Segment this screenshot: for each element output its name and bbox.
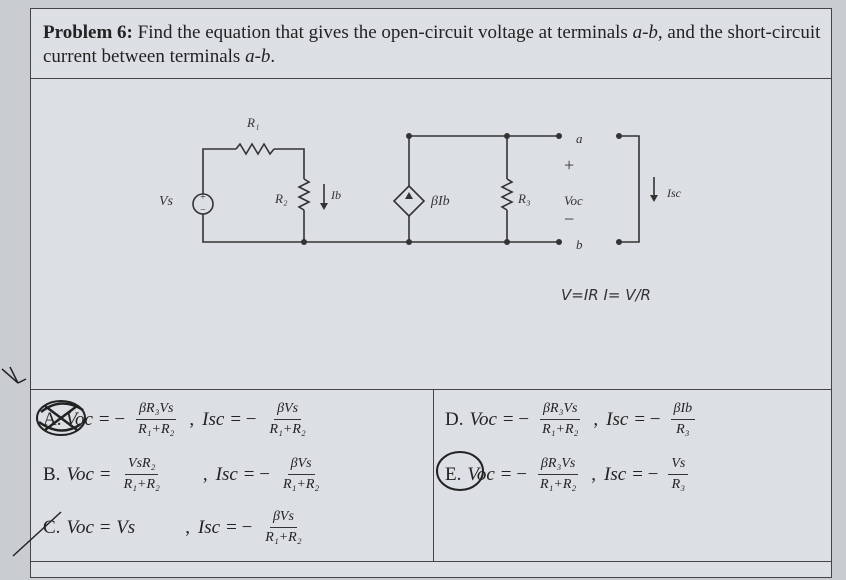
- option-c-isc-num: βVs: [269, 509, 297, 528]
- option-d-isc-num: βIb: [670, 401, 696, 420]
- option-e-isc-den: R₃: [671, 477, 686, 492]
- option-b-voc: Voc: [66, 463, 94, 485]
- option-e-voc-num: βR₃Vs: [537, 456, 579, 475]
- strike-mark: [12, 511, 62, 557]
- label-terminal-b: b: [576, 237, 583, 252]
- label-r3: R₃: [517, 191, 530, 206]
- option-b-voc-den: R₁+R₂: [123, 477, 160, 492]
- voltage-source: [192, 193, 214, 215]
- option-c-isc-den: R₁+R₂: [265, 530, 302, 545]
- label-minus: −: [564, 209, 574, 229]
- option-a-isc: Isc: [202, 408, 225, 430]
- option-d-voc-den: R₁+R₂: [542, 422, 579, 437]
- label-isc: Isc: [666, 186, 682, 200]
- resistor-r1: [235, 142, 275, 156]
- label-r2: R₂: [274, 191, 288, 206]
- dependent-current-source: [392, 184, 426, 218]
- handwritten-ohm-note: V=IR I= V/R: [561, 286, 651, 304]
- option-b-isc-sign: = −: [243, 463, 270, 485]
- terminal-a-node: [556, 133, 562, 139]
- option-a-isc-den: R₁+R₂: [269, 422, 306, 437]
- comma: ,: [202, 463, 208, 485]
- option-b-isc: Isc: [215, 463, 238, 485]
- scribble-mark: [36, 400, 86, 436]
- problem-statement: Problem 6: Find the equation that gives …: [31, 9, 831, 79]
- option-e-voc: Voc: [467, 463, 495, 485]
- comma: ,: [185, 516, 190, 538]
- circuit-diagram: + − R₁ R₂ R₃ Vs Ib βIb Voc Isc a b + − V…: [31, 79, 831, 389]
- option-e-isc-sign: = −: [632, 463, 659, 485]
- option-d-letter: D.: [445, 408, 464, 430]
- answer-divider-horizontal: [31, 561, 831, 562]
- option-b-letter: B.: [43, 463, 61, 485]
- option-d-voc: Voc: [469, 408, 497, 430]
- option-c-isc-sign: = −: [226, 516, 253, 538]
- option-d-isc: Isc: [606, 408, 629, 430]
- option-b-isc-den: R₁+R₂: [282, 477, 320, 492]
- problem-text-2: , and the short-circuit current between …: [43, 22, 821, 67]
- option-a-voc-sign: = −: [98, 408, 126, 430]
- label-voc: Voc: [564, 193, 583, 208]
- option-a-voc: Voc: [65, 408, 93, 430]
- comma: ,: [189, 408, 195, 430]
- option-b-isc-num: βVs: [287, 456, 315, 475]
- problem-sheet: Problem 6: Find the equation that gives …: [12, 8, 832, 578]
- label-r1: R₁: [246, 115, 259, 130]
- option-e-isc-num: Vs: [668, 456, 689, 475]
- option-d-voc-sign: = −: [502, 408, 530, 430]
- option-d-voc-num: βR₃Vs: [540, 401, 581, 420]
- label-ib: Ib: [330, 188, 341, 202]
- option-a-voc-num: βR₃Vs: [136, 401, 177, 420]
- terminal-b-node: [556, 239, 562, 245]
- option-e-letter: E.: [445, 463, 462, 485]
- comma: ,: [591, 463, 597, 485]
- option-e-voc-den: R₁+R₂: [539, 477, 577, 492]
- comma: ,: [593, 408, 599, 430]
- option-e-isc: Isc: [604, 463, 627, 485]
- label-terminal-a: a: [576, 131, 583, 146]
- option-c-letter: C.: [43, 516, 61, 538]
- label-plus: +: [564, 155, 574, 175]
- circle-mark: [436, 451, 484, 491]
- problem-text-3: .: [270, 46, 276, 67]
- terminal-ab-2: a-b: [245, 46, 271, 67]
- option-e-voc-sign: = −: [500, 463, 527, 485]
- svg-text:+: +: [200, 192, 206, 203]
- option-a-isc-sign: = −: [230, 408, 257, 430]
- answer-choices: [31, 389, 831, 578]
- answer-divider-vertical: [433, 389, 434, 561]
- svg-text:−: −: [200, 205, 206, 216]
- option-d-isc-den: R₃: [676, 422, 690, 437]
- terminal-ab-1: a-b: [632, 22, 658, 43]
- option-b-voc-fraction: VsR₂ R₁+R₂: [121, 456, 163, 493]
- resistor-r3: [500, 178, 514, 211]
- problem-label: Problem 6:: [43, 22, 133, 43]
- option-a-isc-num: βVs: [274, 401, 302, 420]
- label-beta-ib: βIb: [430, 194, 450, 209]
- option-c-voc: Voc = Vs: [66, 516, 136, 538]
- option-b-voc-num: VsR₂: [125, 456, 159, 475]
- resistor-r2: [297, 178, 311, 211]
- label-vs: Vs: [159, 194, 174, 209]
- option-a-voc-den: R₁+R₂: [138, 422, 175, 437]
- option-d-isc-sign: = −: [634, 408, 661, 430]
- option-c-isc: Isc: [197, 516, 221, 538]
- problem-text-1: Find the equation that gives the open-ci…: [137, 22, 633, 43]
- option-b-voc-sign: =: [99, 463, 111, 485]
- check-mark: [1, 366, 27, 384]
